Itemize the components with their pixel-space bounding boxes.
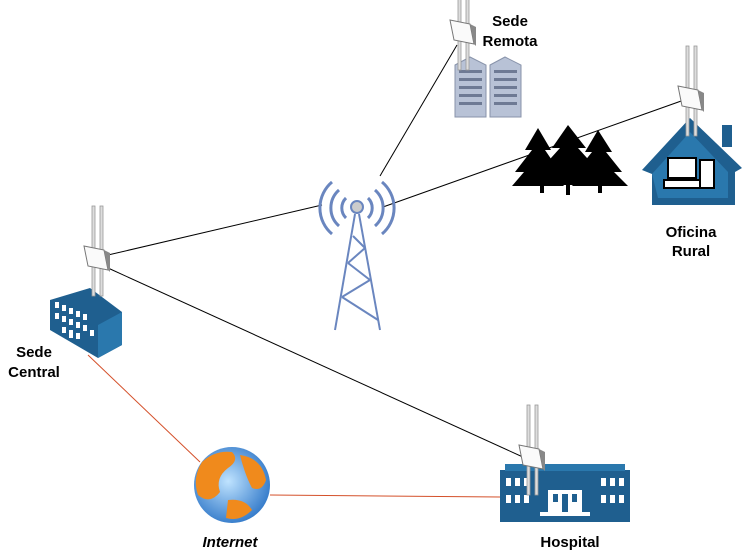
sede-remota-label-2: Remota (482, 33, 538, 50)
sede-central-access-point-icon (83, 205, 111, 297)
oficina-rural-label-2: Rural (672, 243, 710, 260)
sede-central-label-2: Central (8, 364, 60, 381)
sede-remota-buildings-icon (454, 56, 522, 118)
oficina-rural-label-1: Oficina (666, 224, 718, 241)
hospital-building-icon (500, 464, 630, 522)
sede-central-label-1: Sede (16, 344, 52, 361)
sede-central-building-icon (50, 288, 122, 358)
globe-icon (194, 447, 270, 523)
link-central-internet (87, 354, 201, 463)
radio-tower-icon (318, 180, 396, 331)
hospital-label: Hospital (540, 534, 599, 551)
sede-remota-label-1: Sede (492, 13, 528, 30)
links (87, 44, 685, 498)
link-internet-hospital (269, 494, 501, 498)
oficina-rural-house-icon (642, 118, 742, 205)
link-tower-remota (379, 44, 458, 177)
link-central-tower (107, 204, 323, 256)
forest-icon (512, 125, 628, 195)
link-central-hospital (107, 267, 526, 459)
internet-label: Internet (202, 534, 258, 551)
